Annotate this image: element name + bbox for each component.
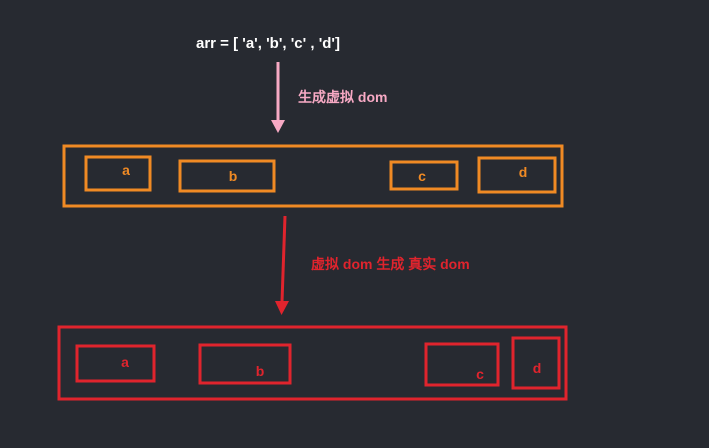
real-dom-node-b: b <box>198 343 292 385</box>
virtual-dom-node-d: d <box>477 156 557 194</box>
real-dom-node-d-label: d <box>533 360 542 376</box>
virtual-dom-node-c-label: c <box>418 168 426 184</box>
real-dom-container <box>57 325 568 401</box>
real-dom-node-b-label: b <box>256 363 265 379</box>
step1-label: 生成虚拟 dom <box>298 89 387 105</box>
virtual-dom-node-d-label: d <box>519 164 528 180</box>
real-dom-node-a: a <box>75 344 156 383</box>
arrow-create-real-dom-head <box>275 301 289 315</box>
real-dom-node-d: d <box>511 336 561 390</box>
real-dom-node-a-label: a <box>121 354 129 370</box>
virtual-dom-node-b: b <box>178 159 276 193</box>
virtual-dom-node-b-label: b <box>229 168 238 184</box>
real-dom-node-c-label: c <box>476 366 484 382</box>
real-dom-node-c: c <box>424 342 500 387</box>
array-expression: arr = [ 'a', 'b', 'c' , 'd'] <box>196 35 340 52</box>
virtual-dom-node-a-label: a <box>122 162 130 178</box>
arrow-create-real-dom <box>280 215 287 303</box>
virtual-dom-node-a: a <box>84 155 152 192</box>
virtual-dom-container <box>62 144 564 208</box>
step2-label: 虚拟 dom 生成 真实 dom <box>311 256 470 272</box>
arrow-create-virtual-dom-head <box>271 120 285 133</box>
virtual-dom-node-c: c <box>389 160 459 191</box>
